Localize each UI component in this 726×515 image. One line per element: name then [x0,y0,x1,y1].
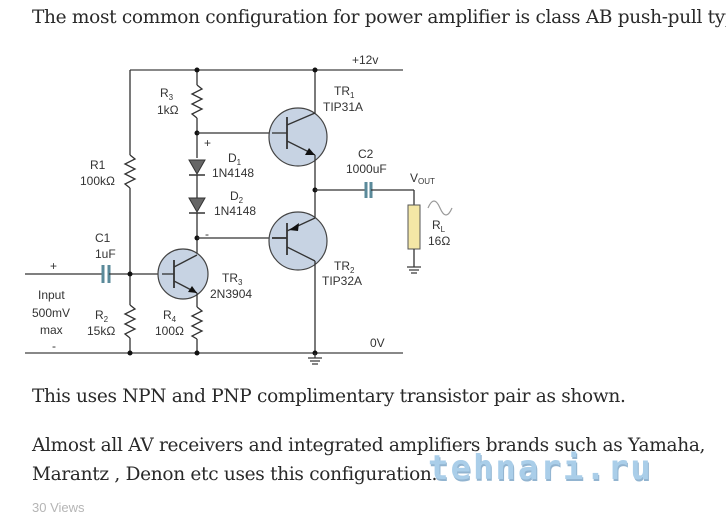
r2-label: R2 [95,308,109,324]
input-minus: - [52,339,56,353]
d1-value: 1N4148 [212,166,254,180]
watermark: tehnari.ru [428,448,653,488]
input-max: max [40,323,63,337]
tr3-transistor [157,248,209,300]
junction [312,67,318,73]
c2-value: 1000uF [346,162,387,176]
junction [127,271,133,277]
input-plus: + [50,259,57,273]
d1-diode [188,159,206,176]
supply-label: +12v [352,53,378,67]
tr1-value: TIP31A [323,100,363,114]
intro-paragraph: The most common configuration for power … [32,7,726,28]
rl-load-resistor [407,204,421,250]
ground-symbol [308,353,322,365]
tr3-label: TR3 [222,271,243,287]
brands-paragraph-line2: Marantz , Denon etc uses this configurat… [32,464,438,485]
d2-value: 1N4148 [214,204,256,218]
r1-value: 100kΩ [80,174,115,188]
tr2-value: TIP32A [322,274,362,288]
r1-resistor [123,154,137,189]
ground-label: 0V [370,336,385,350]
c1-label: C1 [95,231,111,245]
d1-label: D1 [228,151,242,167]
r2-value: 15kΩ [87,324,115,338]
class-ab-amplifier-schematic: +12v 0V R1 100kΩ R2 15kΩ C1 1uF + Input … [25,53,453,365]
sine-wave-icon [427,200,453,216]
input-label: Input [38,288,65,302]
transistor-pair-paragraph: This uses NPN and PNP complimentary tran… [32,386,626,407]
bias-minus: - [205,227,209,241]
r4-resistor [190,306,204,340]
vout-label: VOUT [410,171,435,186]
input-level: 500mV [32,306,70,320]
junction [194,350,200,356]
views-count: 30 Views [32,500,85,515]
load-ground-symbol [407,266,421,274]
d2-label: D2 [230,189,244,205]
tr1-transistor [268,107,328,167]
d2-diode [188,197,206,214]
c1-value: 1uF [95,247,116,261]
r3-label: R3 [160,86,174,102]
junction [127,350,133,356]
tr3-value: 2N3904 [210,287,252,301]
tr1-label: TR1 [334,84,355,100]
tr2-label: TR2 [334,259,355,275]
rl-label: RL [432,218,446,234]
r3-resistor [190,84,204,119]
tr2-transistor [268,211,328,271]
bias-plus: + [204,136,211,150]
r2-resistor [123,304,137,339]
r3-value: 1kΩ [157,103,179,117]
r4-value: 100Ω [155,324,184,338]
junction [194,67,200,73]
c2-label: C2 [358,147,374,161]
rl-value: 16Ω [428,234,450,248]
r4-label: R4 [163,308,177,324]
brands-paragraph-line1: Almost all AV receivers and integrated a… [32,435,706,456]
r1-label: R1 [90,158,106,172]
